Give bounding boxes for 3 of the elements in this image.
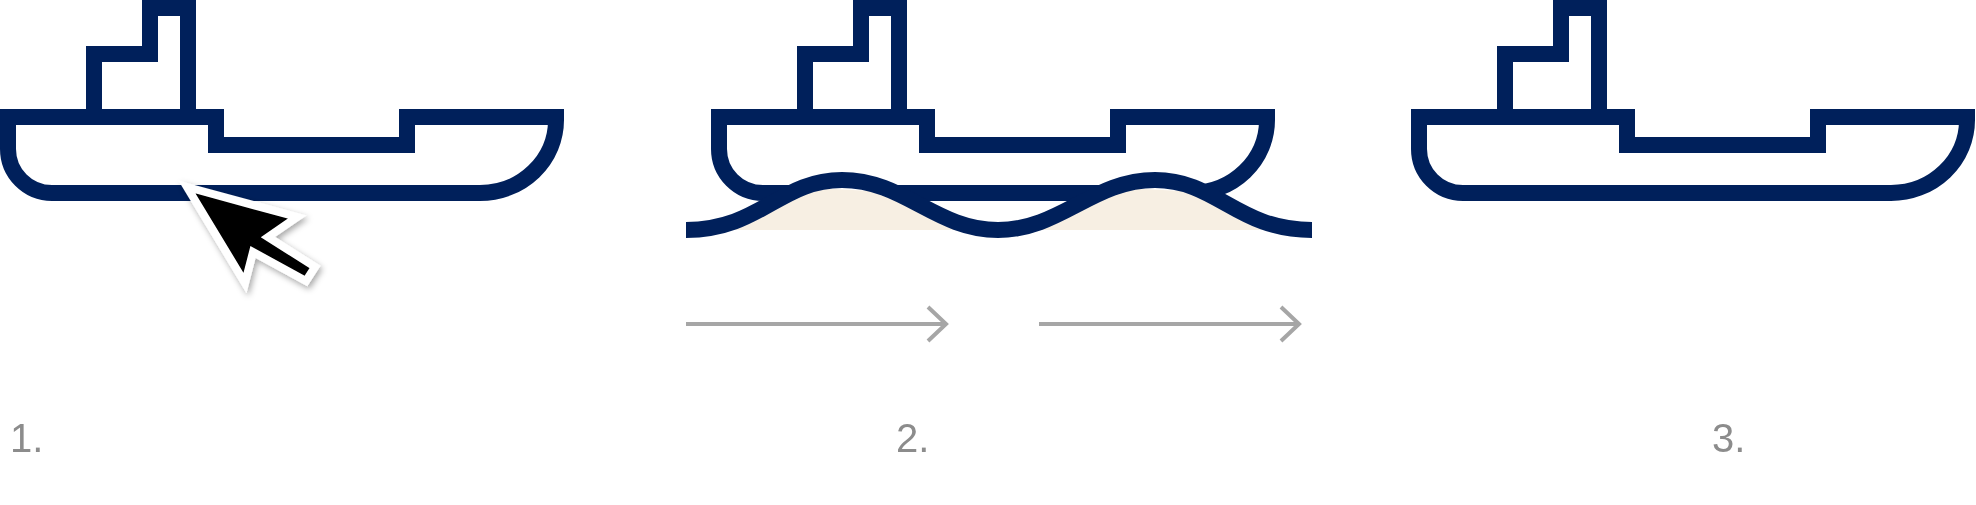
step-number: 3.	[1712, 418, 1746, 458]
step-number: 2.	[896, 418, 930, 458]
step-number: 1.	[10, 418, 44, 458]
